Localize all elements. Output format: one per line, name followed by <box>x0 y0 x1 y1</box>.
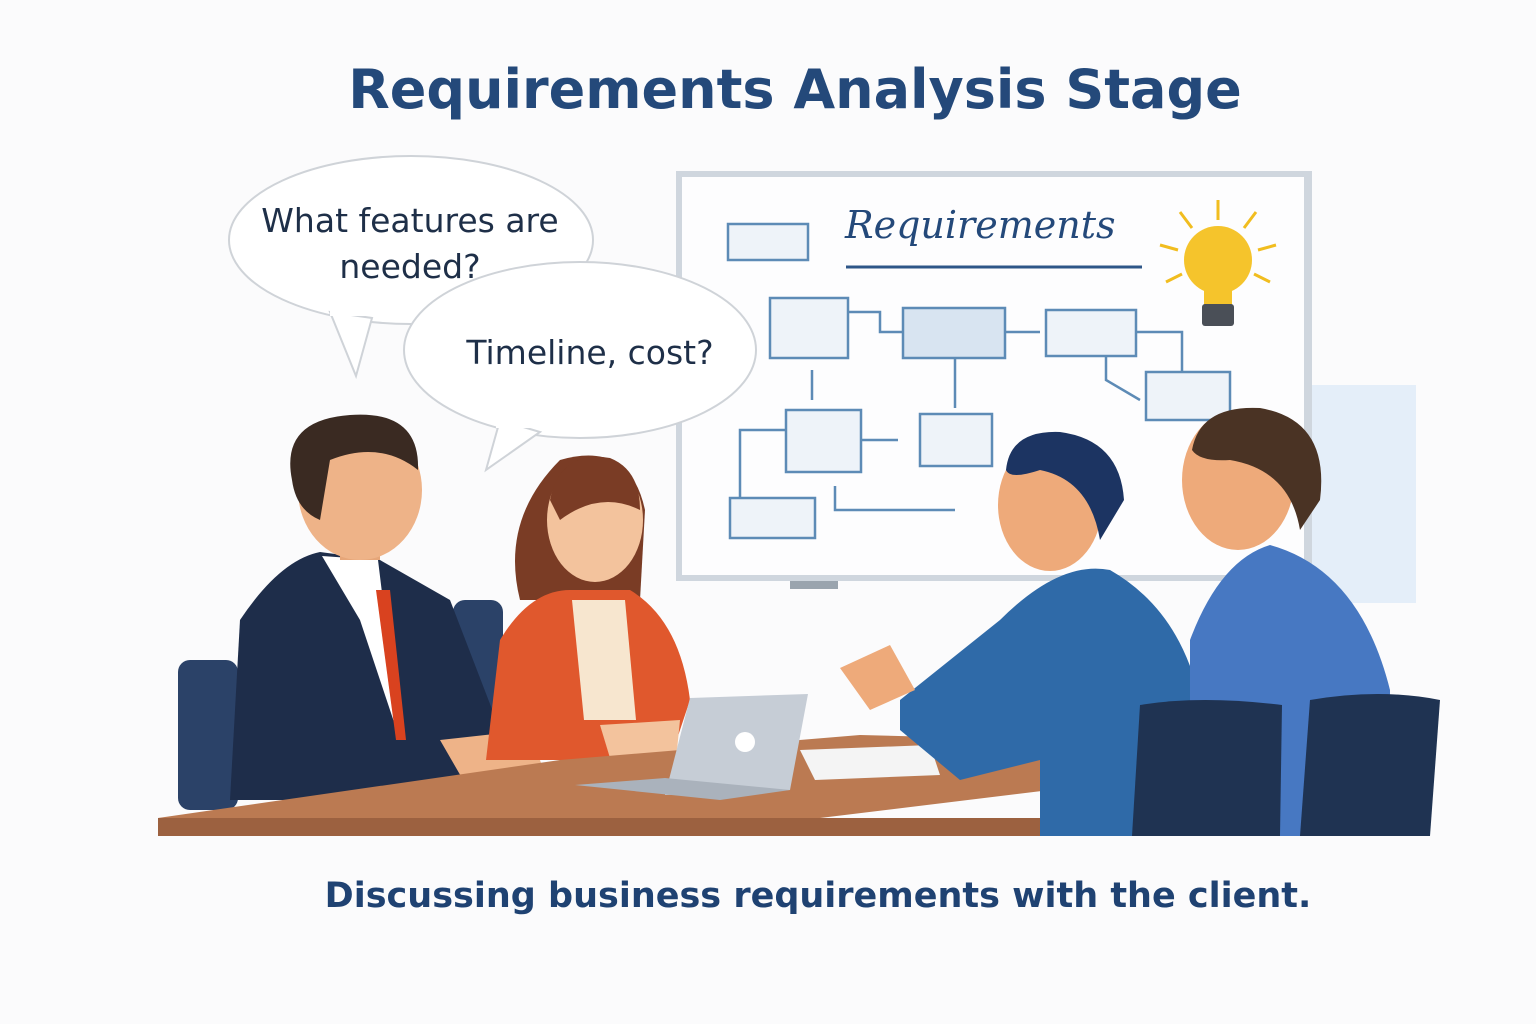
page-title: Requirements Analysis Stage <box>348 58 1242 121</box>
whiteboard-heading: Requirements <box>845 203 1116 247</box>
speech-bubble-text-features: What features are needed? <box>261 201 559 286</box>
person-client-man <box>230 414 550 800</box>
person-analyst <box>840 431 1200 836</box>
chair <box>1132 700 1282 836</box>
chair <box>1300 694 1440 836</box>
laptop <box>575 694 808 800</box>
speech-bubble-text-timeline: Timeline, cost? <box>466 333 714 372</box>
caption: Discussing business requirements with th… <box>324 876 1312 916</box>
papers <box>800 745 940 780</box>
table-edge <box>158 818 1058 836</box>
chair <box>178 660 238 810</box>
flowchart <box>726 222 1232 540</box>
lightbulb-icon <box>1159 200 1277 326</box>
speech-bubble-second <box>403 261 757 473</box>
person-client-woman <box>486 455 690 760</box>
